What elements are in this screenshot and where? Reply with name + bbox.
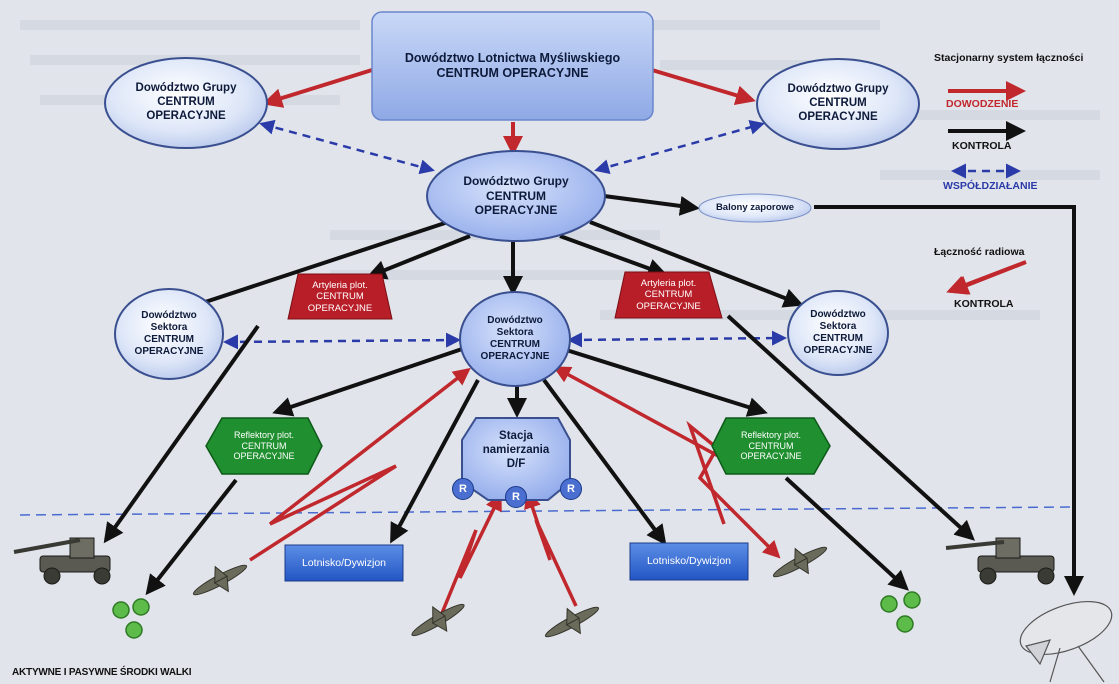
airfield-right-label: Lotnisko/Dywizjon [630,543,748,580]
sector-center-ellipse [459,291,571,387]
aa-left-line3: OPERACYJNE [307,302,373,314]
balloons-ellipse [698,193,812,223]
group-center-label: Dowództwo Grupy CENTRUM OPERACYJNE [436,156,596,236]
sector-center-line4: OPERACYJNE [480,351,550,362]
sector-center-line1: Dowództwo [487,315,543,326]
searchlight-right-hexagon [711,417,831,475]
searchlight-left-hexagon [205,417,323,475]
sector-center-line3: CENTRUM [490,339,540,350]
airfield-right-text: Lotnisko/Dywizjon [646,555,732,568]
sector-right-label: Dowództwo Sektora CENTRUM OPERACYJNE [790,297,886,369]
searchlight-left-line3: OPERACYJNE [233,451,295,462]
legend-cooperation-label: WSPÓŁDZIAŁANIE [943,180,1038,192]
footer-caption: AKTYWNE I PASYWNE ŚRODKI WALKI [12,667,192,678]
df-station-label: Stacja namierzania D/F [462,420,570,482]
searchlight-right-line3: OPERACYJNE [740,451,802,462]
aa-left-line2: CENTRUM [316,291,364,303]
aa-gun-right-icon [945,537,1055,585]
sector-left-line1: Dowództwo [141,310,197,321]
sector-left-line3: CENTRUM [144,334,194,345]
searchlight-left-line2: CENTRUM [241,440,287,451]
balloons-text: Balony zaporowe [715,202,795,214]
sector-center-label: Dowództwo Sektora CENTRUM OPERACYJNE [463,300,567,378]
legend-control-label: KONTROLA [952,140,1012,152]
sector-right-line2: Sektora [819,321,857,332]
legend-radio-zigzag-icon [946,260,1027,295]
group-right-ellipse [756,58,920,150]
searchlights-left-icon [112,598,150,639]
sector-right-ellipse [787,290,889,376]
searchlight-left-label: Reflektory plot. CENTRUM OPERACYJNE [206,420,322,472]
searchlight-right-label: Reflektory plot. CENTRUM OPERACYJNE [712,420,830,472]
group-right-line3: OPERACYJNE [798,110,878,123]
searchlights-right-icon [880,591,921,633]
legend-radio-control-label: KONTROLA [954,298,1014,310]
sector-left-label: Dowództwo Sektora CENTRUM OPERACYJNE [119,296,219,372]
balloons-label: Balony zaporowe [699,200,811,216]
barrage-balloon-icon [1019,601,1113,683]
top-hq-line2: CENTRUM OPERACYJNE [436,66,589,80]
group-right-line1: Dowództwo Grupy [787,83,889,96]
group-center-line3: OPERACYJNE [474,203,558,218]
aa-gun-left-icon [13,537,111,585]
top-hq-label: Dowództwo Lotnictwa Myśliwskiego CENTRUM… [372,12,653,120]
legend-title: Stacjonarny system łączności [934,52,1084,64]
top-hq-box [371,11,654,121]
df-station-line2: namierzania [482,444,550,457]
sector-left-ellipse [114,288,224,380]
airfield-right-box [629,542,749,581]
group-center-line2: CENTRUM [486,188,546,203]
cooperation-links [223,119,787,350]
aa-right-line2: CENTRUM [644,289,693,301]
group-left-ellipse [104,57,268,149]
aa-right-label: Artyleria plot. CENTRUM OPERACYJNE [615,273,722,317]
group-left-line2: CENTRUM [157,96,215,109]
radio-badge-right: R [560,478,582,500]
sector-right-line1: Dowództwo [810,309,866,320]
aa-right-line3: OPERACYJNE [636,300,701,312]
group-left-line1: Dowództwo Grupy [135,82,237,95]
airfield-left-label: Lotnisko/Dywizjon [285,545,403,581]
top-hq-line1: Dowództwo Lotnictwa Myśliwskiego [404,51,621,65]
group-left-label: Dowództwo Grupy CENTRUM OPERACYJNE [111,63,261,143]
group-left-line3: OPERACYJNE [146,109,226,122]
radio-badge-left: R [452,478,474,500]
radio-badge-center: R [505,486,527,508]
aa-left-label: Artyleria plot. CENTRUM OPERACYJNE [288,275,392,319]
aa-right-line1: Artyleria plot. [640,277,697,289]
command-links [262,68,756,156]
control-links [103,194,1084,596]
group-right-line2: CENTRUM [809,97,867,110]
aa-right-trapezoid [614,271,723,319]
aa-left-trapezoid [287,273,393,320]
searchlight-left-line1: Reflektory plot. [233,429,295,440]
df-station-line3: D/F [506,457,526,470]
sector-left-line4: OPERACYJNE [134,346,204,357]
searchlight-right-line2: CENTRUM [748,440,794,451]
sector-center-line2: Sektora [496,327,534,338]
legend-command-label: DOWODZENIE [946,98,1019,110]
aa-left-line1: Artyleria plot. [312,279,368,291]
df-station-line1: Stacja [499,430,533,443]
searchlight-right-line1: Reflektory plot. [740,429,802,440]
group-center-line1: Dowództwo Grupy [463,174,569,189]
airfield-left-text: Lotnisko/Dywizjon [301,556,387,569]
sector-right-line4: OPERACYJNE [803,345,873,356]
legend-arrows [946,81,1027,295]
legend-radio-title: Łączność radiowa [934,246,1025,258]
airfield-left-box [284,544,404,582]
sector-left-line2: Sektora [150,322,188,333]
df-station-shape [461,417,571,501]
fighter-plane-icons [192,546,828,638]
group-right-label: Dowództwo Grupy CENTRUM OPERACYJNE [763,64,913,144]
sector-right-line3: CENTRUM [813,333,863,344]
group-center-ellipse [426,150,606,242]
